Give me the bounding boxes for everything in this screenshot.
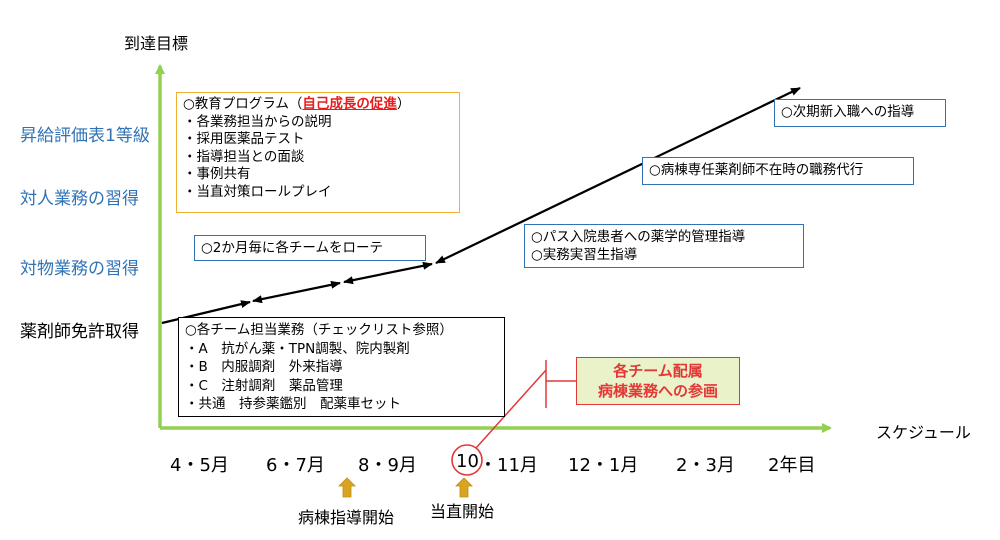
- ward-proxy-box: ○病棟専任薬剤師不在時の職務代行: [642, 157, 914, 185]
- x-tick-oct: 10: [456, 451, 479, 472]
- list-item: ・当直対策ロールプレイ: [183, 183, 332, 200]
- list-item: ・共通 持参薬鑑別 配薬車セット: [185, 396, 401, 412]
- rotation-box: ○2か月毎に各チームをローテ: [194, 235, 426, 261]
- list-item: ・各業務担当からの説明: [183, 113, 332, 130]
- list-item: ○パス入院患者への薬学的管理指導: [531, 229, 746, 245]
- list-item: ・指導担当との面談: [183, 148, 305, 165]
- progress-arrow-3: [343, 261, 433, 285]
- list-item: ・B 内服調剤 外来指導: [185, 359, 343, 375]
- team-duties-box: ○各チーム担当業務（チェックリスト参照） ・A 抗がん薬・TPN調製、院内製剤 …: [178, 317, 505, 417]
- callout-leader-diagonal: [475, 369, 547, 449]
- list-item: ・事例共有: [183, 166, 251, 183]
- callout-line-2: 病棟業務への参画: [597, 382, 718, 400]
- y-level-license: 薬剤師免許取得: [20, 322, 139, 342]
- month-10-highlight-circle: [451, 444, 483, 476]
- progress-arrow-4: [435, 87, 801, 264]
- list-item: ・C 注射調剤 薬品管理: [185, 377, 343, 394]
- education-program-title: ○教育プログラム（自己成長の促進）: [183, 96, 411, 112]
- x-tick-apr-may: 4・5月: [170, 455, 229, 476]
- x-tick-aug-sep: 8・9月: [358, 455, 417, 476]
- milestone-arrow-duty: [455, 477, 473, 498]
- team-assignment-callout: 各チーム配属 病棟業務への参画: [576, 357, 740, 405]
- milestone-ward-guidance-start: 病棟指導開始: [298, 508, 395, 527]
- y-axis-title: 到達目標: [124, 34, 189, 53]
- team-duties-title: ○各チーム担当業務（チェックリスト参照）: [185, 322, 453, 338]
- path-patients-box: ○パス入院患者への薬学的管理指導 ○実務実習生指導: [524, 224, 804, 268]
- x-tick-feb-mar: 2・3月: [676, 455, 735, 476]
- x-axis-title: スケジュール: [876, 423, 971, 442]
- education-program-box: ○教育プログラム（自己成長の促進） ・各業務担当からの説明 ・採用医薬品テスト …: [176, 92, 460, 213]
- progress-arrow-1: [161, 300, 251, 325]
- milestone-arrow-ward: [338, 477, 356, 498]
- new-hire-box: ○次期新入職への指導: [774, 99, 946, 127]
- milestone-night-duty-start: 当直開始: [430, 502, 495, 521]
- x-tick-jun-jul: 6・7月: [266, 455, 325, 476]
- y-level-grade1: 昇給評価表1等級: [20, 126, 150, 146]
- self-growth-emphasis: 自己成長の促進: [302, 96, 397, 112]
- list-item: ・採用医薬品テスト: [183, 131, 305, 148]
- x-tick-nov: ・11月: [479, 455, 538, 476]
- x-tick-second-year: 2年目: [768, 455, 816, 476]
- list-item: ・A 抗がん薬・TPN調製、院内製剤: [185, 340, 410, 357]
- y-level-interpersonal: 対人業務の習得: [20, 189, 139, 209]
- list-item: ○実務実習生指導: [531, 247, 638, 263]
- progress-arrow-2: [252, 280, 341, 304]
- callout-line-1: 各チーム配属: [613, 362, 703, 380]
- x-tick-dec-jan: 12・1月: [568, 455, 639, 476]
- y-level-material: 対物業務の習得: [20, 259, 139, 279]
